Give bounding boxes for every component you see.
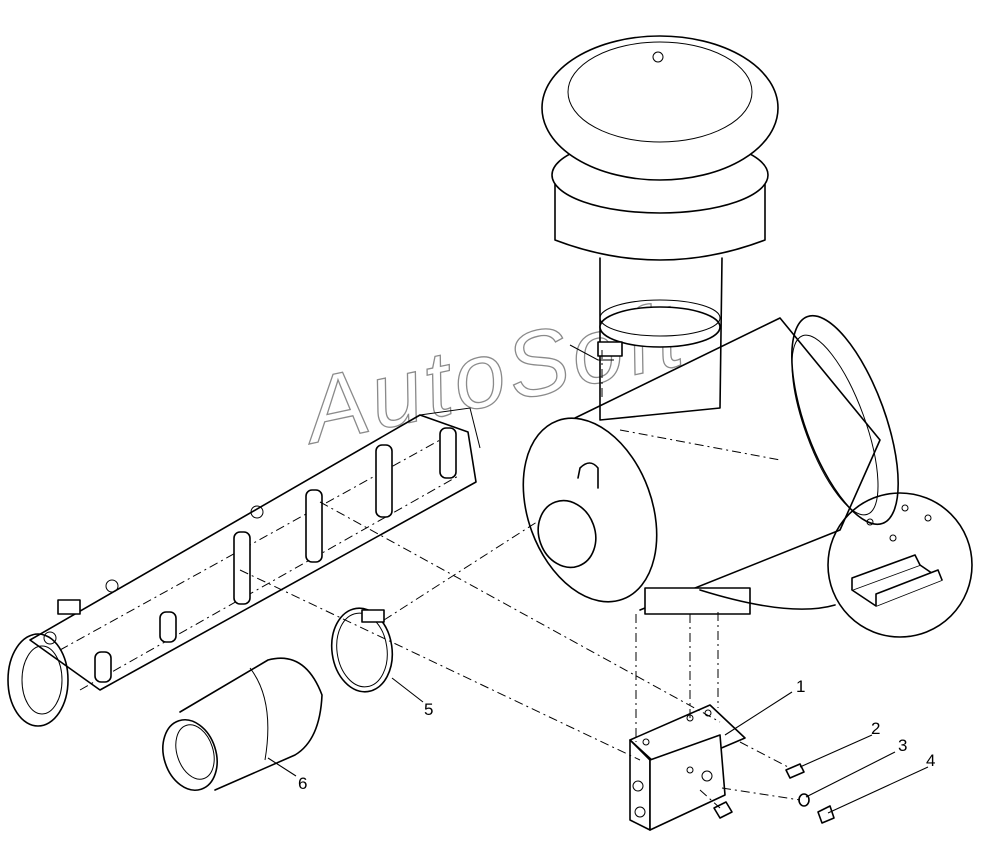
hose-clamp (330, 607, 394, 693)
mounting-bracket (629, 704, 746, 831)
bolt-2 (713, 763, 805, 819)
intake-pipe (7, 407, 481, 727)
callout-6: 6 (298, 774, 307, 793)
callout-5: 5 (424, 700, 433, 719)
projection-lines (239, 350, 801, 809)
callout-4: 4 (926, 751, 935, 770)
leader-lines (267, 677, 929, 814)
rubber-hose (162, 657, 323, 791)
bolt-4 (817, 805, 835, 824)
callouts: 1 2 3 4 5 6 (298, 677, 935, 793)
callout-1: 1 (796, 677, 805, 696)
callout-2: 2 (871, 719, 880, 738)
callout-3: 3 (898, 736, 907, 755)
rain-cap-inlet (541, 35, 779, 421)
detail-magnifier (699, 492, 973, 638)
air-cleaner-body (522, 314, 899, 615)
